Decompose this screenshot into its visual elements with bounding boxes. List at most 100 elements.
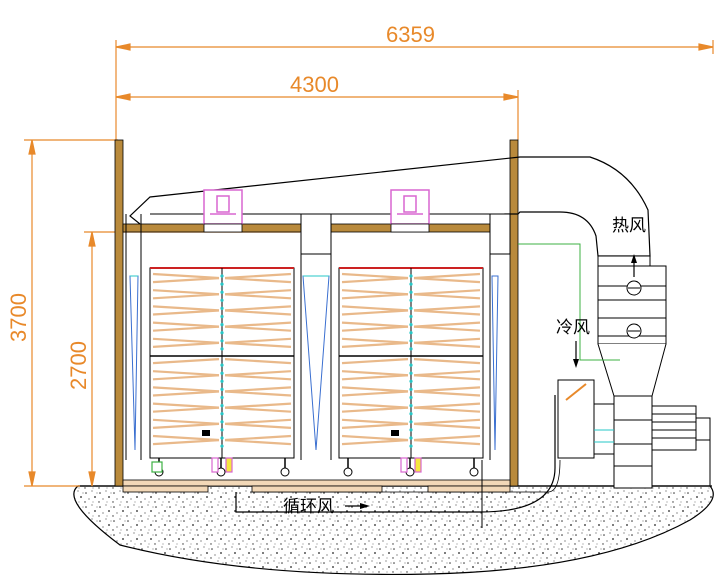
tray-marker-left-7 [220,331,224,335]
tray-right-a-1 [341,277,409,284]
tray-right-a-11 [341,358,409,365]
tray-right-a-7 [341,325,409,332]
tray-right-a-3 [341,293,409,300]
tray-left-b-1 [224,277,292,284]
dimension-overall-width-label: 6359 [386,22,435,47]
tray-right-b-1 [413,277,481,284]
tray-marker-left-6 [220,323,224,327]
tray-left-a-8 [152,337,220,344]
tray-left-a-16 [152,402,220,409]
green-sensor [151,461,163,473]
rack-wheel-right-2 [469,467,479,477]
tray-marker-left-15 [220,395,224,400]
tray-right-a-4 [341,305,409,312]
tray-left-b-3 [224,293,292,300]
tray-marker-left-13 [220,379,224,383]
tray-right-a-12 [341,370,409,377]
tray-right-a-2 [341,289,409,296]
tray-marker-left-1 [220,282,224,286]
rack-handle-left [202,430,210,436]
tray-left-b-9 [224,341,292,348]
rack-magenta-post-a-right [400,457,408,473]
tray-left-a-14 [152,386,220,393]
tray-marker-right-4 [409,306,413,310]
circulation-fan-left [203,189,243,233]
rack-magenta-post-a-left [211,457,219,473]
cold-air-damper [557,379,615,459]
tray-right-b-19 [413,422,481,429]
tray-left-b-15 [224,390,292,397]
tray-right-a-16 [341,402,409,409]
tray-marker-right-5 [409,314,413,319]
right-wall [509,139,519,487]
tray-right-b-3 [413,293,481,300]
tray-right-a-18 [341,418,409,425]
tray-left-a-19 [152,422,220,429]
tray-left-a-21 [152,439,220,446]
tray-left-a-2 [152,289,220,296]
tray-right-b-12 [413,370,481,377]
tray-right-a-14 [341,386,409,393]
tray-right-b-14 [413,386,481,393]
tray-left-b-7 [224,325,292,332]
tray-right-a-8 [341,337,409,344]
tray-marker-right-13 [409,379,413,383]
tray-right-b-11 [413,358,481,365]
tray-marker-right-18 [409,420,413,424]
vertical-duct-right [489,213,511,460]
tray-left-b-11 [224,358,292,365]
green-pipe [518,243,620,361]
return-air-duct [235,395,556,513]
cold-air-label: 冷风 [556,318,590,338]
tray-marker-right-12 [409,371,413,375]
tray-left-b-4 [224,305,292,312]
tray-left-b-21 [224,439,292,446]
rack-magenta-post-b-left [225,457,233,473]
tray-right-b-20 [413,434,481,442]
tray-right-b-8 [413,337,481,344]
tray-marker-left-11 [220,363,224,367]
tray-marker-right-21 [409,444,413,448]
air-baffles [129,275,499,451]
tray-left-a-11 [152,358,220,365]
tray-marker-left-3 [220,298,224,302]
heat-exchanger-unit [597,255,667,489]
dimension-overall-width [115,40,714,140]
dimension-chamber-width-label: 4300 [290,72,339,97]
tray-marker-right-17 [409,412,413,416]
tray-right-b-9 [413,341,481,348]
tray-left-b-14 [224,386,292,393]
tray-marker-right-2 [409,290,413,294]
tray-right-b-0 [413,272,481,280]
cold-air-arrow [573,341,579,368]
vertical-duct-left [125,214,142,460]
tray-left-b-6 [224,321,292,328]
tray-right-a-19 [341,422,409,429]
tray-left-a-3 [152,293,220,300]
tray-marker-right-7 [409,331,413,335]
tray-right-a-0 [341,272,409,280]
tray-right-b-16 [413,402,481,409]
ground-mound [73,485,714,576]
tray-marker-left-19 [220,428,224,432]
rack-handle-right [391,430,399,436]
rack-wheel-left-2 [280,467,290,477]
return-air-duct-inner [250,459,561,493]
dimension-chamber-width [115,90,519,140]
tray-left-b-19 [224,422,292,429]
tray-left-a-7 [152,325,220,332]
tray-left-a-0 [152,272,220,280]
tray-marker-right-9 [409,347,413,351]
tray-marker-left-8 [220,339,224,343]
tray-right-a-21 [341,439,409,446]
tray-marker-left-12 [220,371,224,375]
tray-marker-right-1 [409,282,413,286]
tray-right-a-5 [341,309,409,316]
tray-left-b-0 [224,272,292,280]
tray-marker-left-4 [220,306,224,310]
tray-left-b-8 [224,337,292,344]
tray-marker-right-14 [409,387,413,391]
tray-right-b-21 [413,439,481,446]
